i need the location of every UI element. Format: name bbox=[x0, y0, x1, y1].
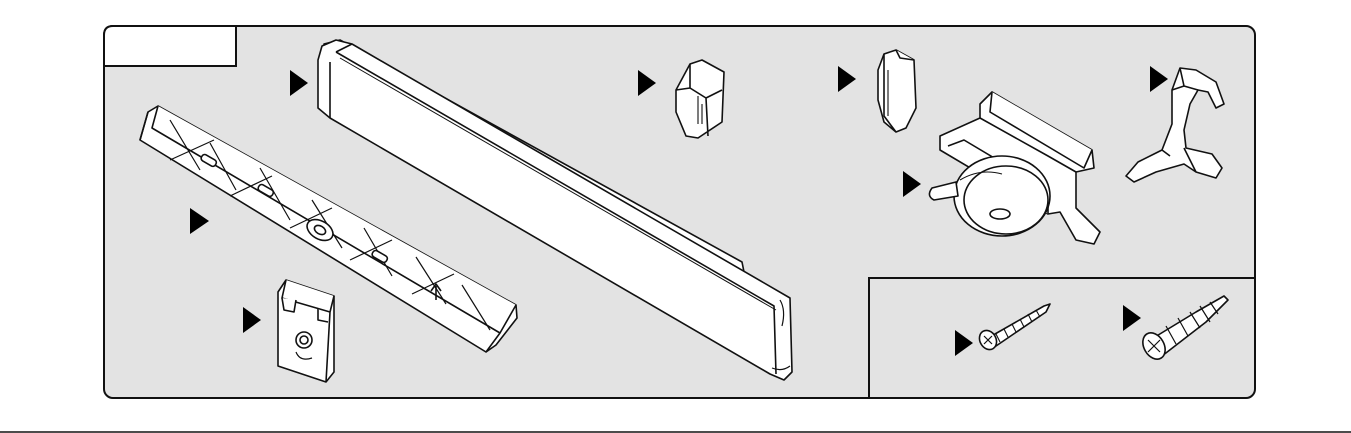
label-box bbox=[104, 26, 236, 66]
clip-bracket bbox=[278, 280, 334, 382]
end-cap-right bbox=[878, 50, 916, 132]
